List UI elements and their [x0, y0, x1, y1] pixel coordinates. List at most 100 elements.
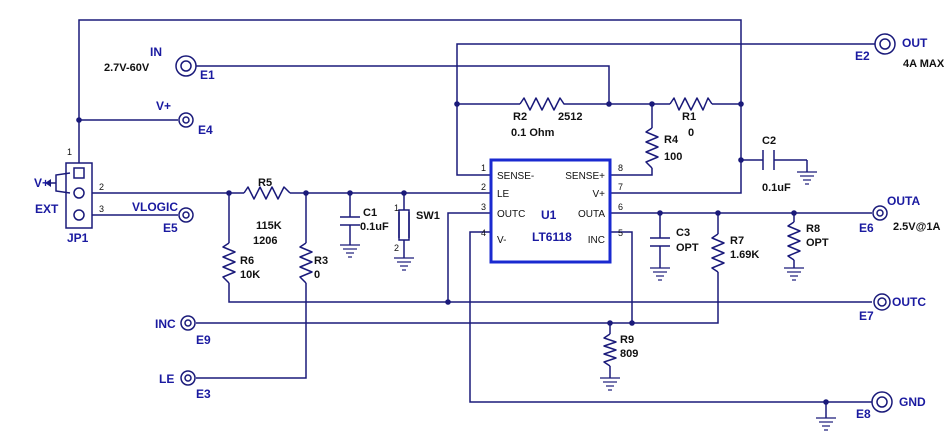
terminal-id: E5 — [163, 221, 178, 235]
r5-ref: R5 — [258, 177, 272, 189]
ground-icon — [797, 171, 817, 185]
resistor-r9 — [603, 333, 617, 367]
ground-icon — [816, 417, 836, 431]
terminal-label: VLOGIC — [132, 200, 178, 214]
terminal-id: E2 — [855, 49, 870, 63]
capacitor-c3 — [650, 237, 670, 247]
r2-value: 0.1 Ohm — [511, 127, 555, 139]
terminal-note: 4A MAX — [903, 58, 945, 70]
c3-value: OPT — [676, 242, 699, 254]
ic-pin-number: 2 — [481, 182, 486, 192]
resistor-r3 — [299, 242, 313, 284]
r4-value: 100 — [664, 151, 682, 163]
ic-pin-number: 4 — [481, 228, 486, 238]
ic-pin-name: INC — [588, 235, 605, 246]
terminal-in[interactable]: IN 2.7V-60V E1 — [104, 45, 215, 82]
terminal-id: E7 — [859, 309, 874, 323]
terminal-outa[interactable]: OUTA 2.5V@1A E6 — [859, 194, 940, 235]
c2-ref: C2 — [762, 135, 776, 147]
c3-ref: C3 — [676, 227, 690, 239]
capacitor-c1 — [340, 216, 360, 226]
resistor-r1 — [669, 97, 713, 111]
sw1-pin-number: 1 — [394, 203, 399, 213]
r3-value: 0 — [314, 269, 320, 281]
r9-value: 809 — [620, 348, 638, 360]
r5-value: 115K — [256, 220, 282, 232]
jumper-ref: JP1 — [67, 231, 89, 245]
ic-pin-name: LE — [497, 189, 510, 200]
r5-package: 1206 — [253, 235, 277, 247]
terminal-note: 2.5V@1A — [893, 221, 940, 233]
ic-pin-number: 1 — [481, 163, 486, 173]
ic-pin-number: 7 — [618, 182, 623, 192]
terminal-id: E1 — [200, 68, 215, 82]
resistor-r2 — [519, 97, 568, 111]
terminal-outc[interactable]: OUTC E7 — [859, 293, 926, 323]
ic-pin-number: 3 — [481, 202, 486, 212]
ic-part: LT6118 — [532, 230, 572, 244]
terminal-vplus[interactable]: V+ E4 — [156, 99, 213, 137]
terminal-label: OUT — [902, 36, 928, 50]
resistor-r4 — [645, 127, 659, 169]
c2-value: 0.1uF — [762, 182, 791, 194]
terminal-id: E9 — [196, 333, 211, 347]
terminal-label: IN — [150, 45, 162, 59]
junctions — [76, 101, 829, 405]
resistor-r7 — [711, 233, 725, 273]
ground-icon — [784, 267, 804, 281]
wires — [78, 19, 875, 418]
ic-pin-number: 5 — [618, 228, 623, 238]
r8-value: OPT — [806, 237, 829, 249]
r2-ref: R2 — [513, 111, 527, 123]
terminal-label: OUTC — [892, 295, 926, 309]
r4-ref: R4 — [664, 134, 679, 146]
jumper-option-label: V+ — [34, 176, 49, 190]
r9-ref: R9 — [620, 334, 634, 346]
capacitor-c2 — [762, 150, 775, 170]
r8-ref: R8 — [806, 223, 820, 235]
ic-pin-number: 6 — [618, 202, 623, 212]
jumper-pin-number: 3 — [99, 204, 104, 214]
resistor-r6 — [222, 242, 236, 284]
r1-value: 0 — [688, 127, 694, 139]
terminal-range: 2.7V-60V — [104, 62, 150, 74]
ground-icon — [600, 377, 620, 391]
jumper-pin-number: 1 — [67, 147, 72, 157]
terminal-label: INC — [155, 317, 176, 331]
terminal-id: E8 — [856, 407, 871, 421]
ic-pin-name: OUTC — [497, 209, 525, 220]
resistor-r8 — [787, 221, 801, 261]
terminal-inc[interactable]: INC E9 — [155, 315, 211, 347]
ic-pin-number: 8 — [618, 163, 623, 173]
terminal-out[interactable]: OUT 4A MAX E2 — [855, 33, 945, 70]
terminal-label: GND — [899, 395, 926, 409]
ground-icon — [340, 244, 360, 258]
ground-icon — [650, 267, 670, 281]
terminal-id: E4 — [198, 123, 213, 137]
ground-icon — [394, 257, 414, 271]
terminal-label: LE — [159, 372, 174, 386]
sw1-pin-number: 2 — [394, 243, 399, 253]
ic-ref: U1 — [541, 208, 557, 222]
ic-pin-name: V- — [497, 235, 506, 246]
terminal-label: OUTA — [887, 194, 920, 208]
terminal-id: E6 — [859, 221, 874, 235]
jumper-jp1: 1 2 3 V+ EXT JP1 — [34, 147, 104, 245]
jumper-option-label: EXT — [35, 202, 59, 216]
ic-pin-name: SENSE+ — [565, 171, 605, 182]
terminal-label: V+ — [156, 99, 171, 113]
r1-ref: R1 — [682, 111, 696, 123]
r3-ref: R3 — [314, 255, 328, 267]
terminal-gnd[interactable]: GND E8 — [856, 391, 926, 421]
ic-pin-name: OUTA — [578, 209, 605, 220]
c1-ref: C1 — [363, 207, 377, 219]
terminal-vlogic[interactable]: VLOGIC E5 — [132, 200, 194, 235]
r6-value: 10K — [240, 269, 260, 281]
ic-pin-name: V+ — [592, 189, 605, 200]
terminal-le[interactable]: LE E3 — [159, 370, 211, 401]
r2-package: 2512 — [558, 111, 582, 123]
terminal-id: E3 — [196, 387, 211, 401]
r7-value: 1.69K — [730, 249, 759, 261]
r6-ref: R6 — [240, 255, 254, 267]
